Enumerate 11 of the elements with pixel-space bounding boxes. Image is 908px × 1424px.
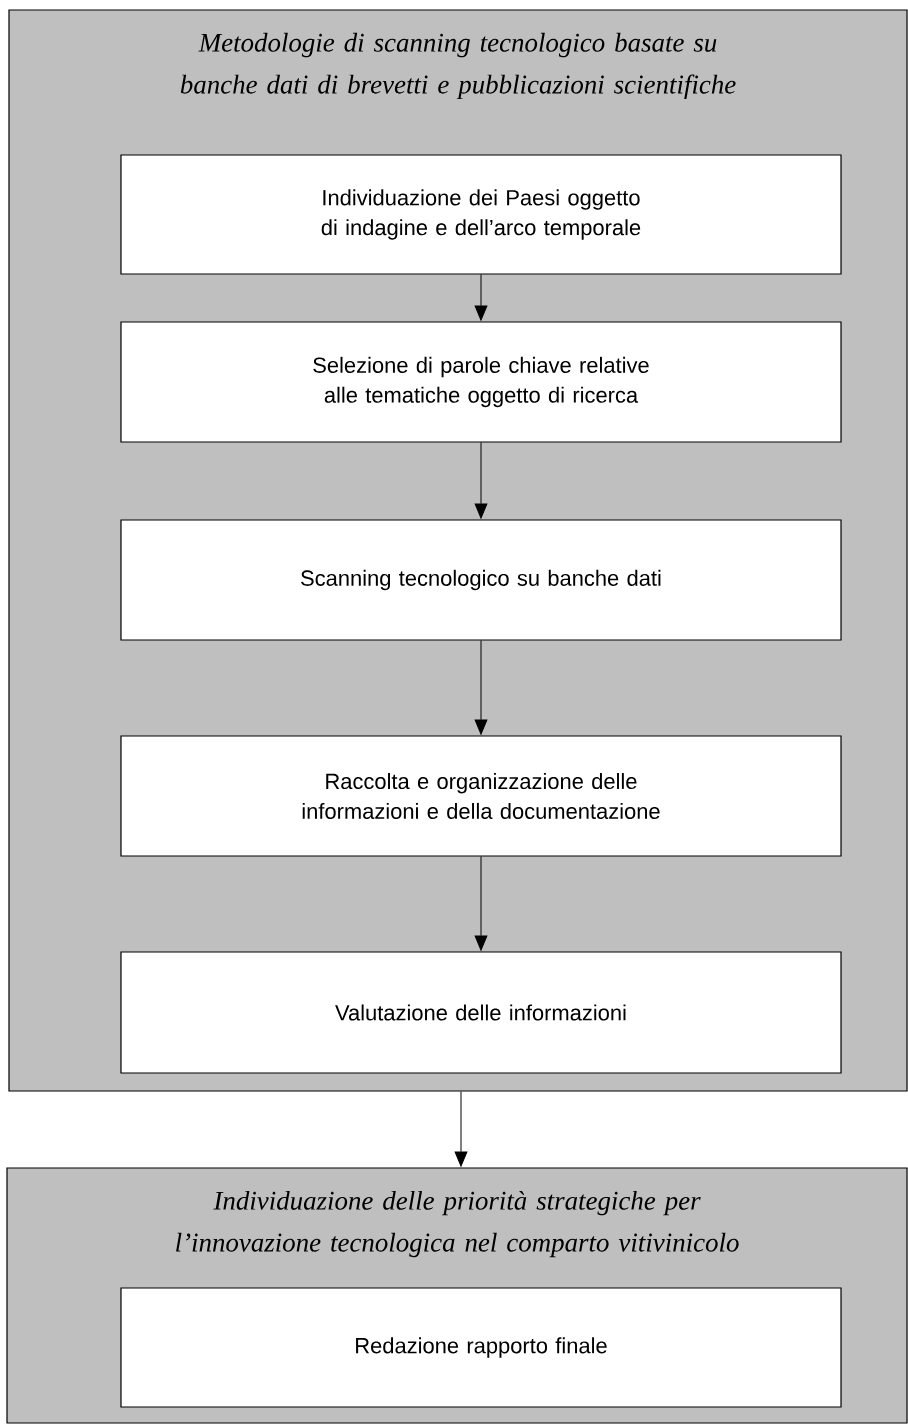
arrow	[474, 856, 488, 951]
arrow	[474, 442, 488, 519]
process-box: Redazione rapporto finale	[120, 1287, 842, 1408]
arrow	[454, 1091, 468, 1167]
process-box: Scanning tecnologico su banche dati	[120, 519, 842, 641]
process-box: Individuazione dei Paesi oggetto di indagine e dell’arco temporale	[120, 154, 842, 275]
arrow	[474, 274, 488, 321]
process-box: Valutazione delle informazioni	[120, 951, 842, 1074]
process-box: Selezione di parole chiave relative alle tematiche oggetto di ricerca	[120, 321, 842, 443]
arrow	[474, 640, 488, 735]
process-box: Raccolta e organizzazione delle informazioni e della documentazione	[120, 735, 842, 857]
